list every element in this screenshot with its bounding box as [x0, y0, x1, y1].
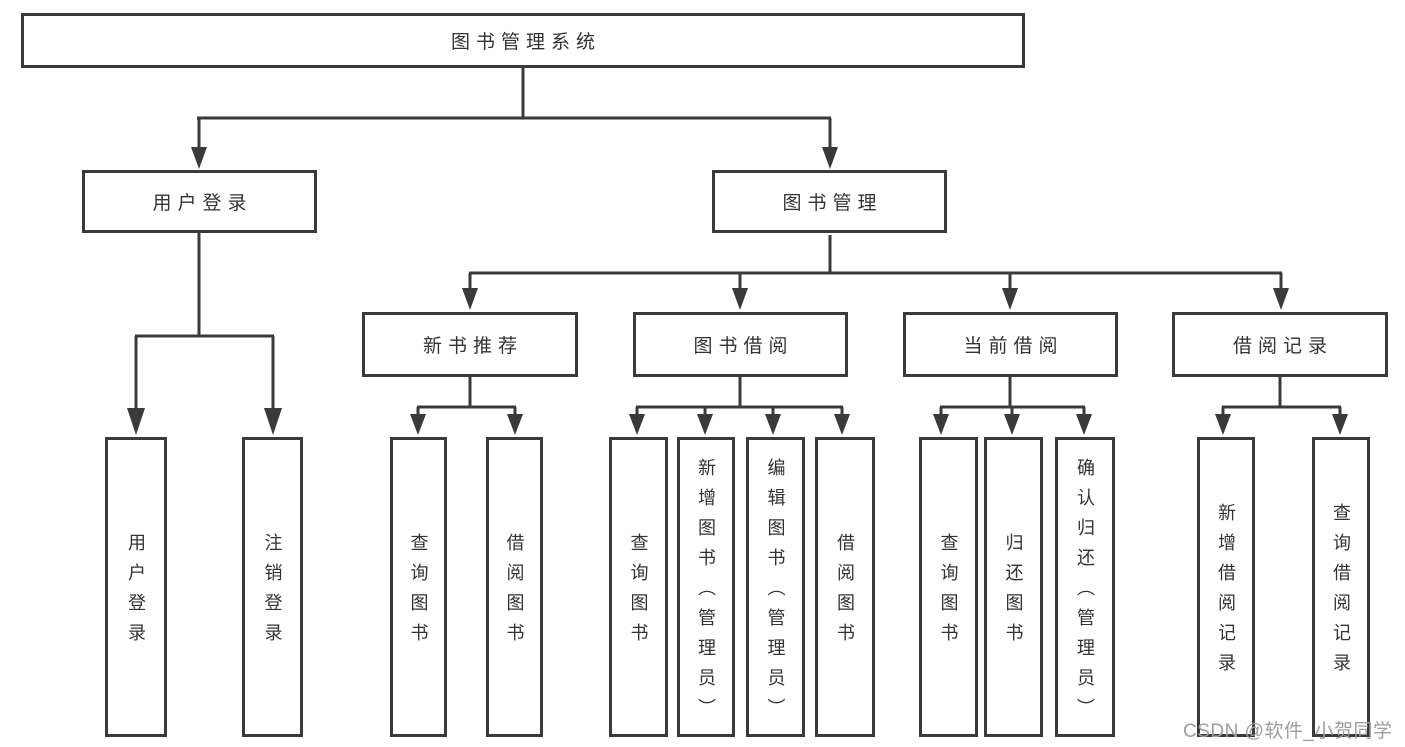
connector-new-book-recommendation [410, 377, 523, 435]
node-borrowing-records: 借阅记录 [1172, 312, 1388, 377]
node-current-borrowing: 当前借阅 [903, 312, 1118, 377]
leaf-add-borrow-record: 新增借阅记录 [1197, 437, 1255, 737]
leaf-user-login: 用户登录 [105, 437, 167, 737]
leaf-borrow-books-borrowing: 借阅图书 [815, 437, 875, 737]
connector-book-management-to-level3 [462, 235, 1289, 310]
csdn-watermark: CSDN @软件_小贺同学 [1183, 721, 1393, 742]
connector-book-borrowing [629, 377, 850, 435]
leaf-query-books-borrowing: 查询图书 [609, 437, 668, 737]
connector-root-to-level2 [191, 68, 838, 169]
connector-current-borrowing [933, 377, 1092, 435]
connector-user-login-branch [127, 233, 282, 435]
node-book-borrowing: 图书借阅 [633, 312, 848, 377]
leaf-logout: 注销登录 [242, 437, 303, 737]
leaf-query-books-recommend: 查询图书 [390, 437, 447, 737]
leaf-confirm-return-admin: 确认归还（管理员） [1055, 437, 1115, 737]
leaf-borrow-books-recommend: 借阅图书 [486, 437, 543, 737]
node-user-login: 用户登录 [82, 170, 317, 233]
node-library-system: 图书管理系统 [21, 13, 1025, 68]
leaf-query-borrow-record: 查询借阅记录 [1312, 437, 1370, 737]
node-new-book-recommendation: 新书推荐 [362, 312, 578, 377]
leaf-query-books-current: 查询图书 [919, 437, 978, 737]
connector-borrowing-records [1215, 377, 1348, 435]
leaf-edit-book-admin: 编辑图书（管理员） [746, 437, 805, 737]
leaf-return-books: 归还图书 [984, 437, 1043, 737]
leaf-add-book-admin: 新增图书（管理员） [677, 437, 735, 737]
node-book-management: 图书管理 [712, 170, 947, 233]
